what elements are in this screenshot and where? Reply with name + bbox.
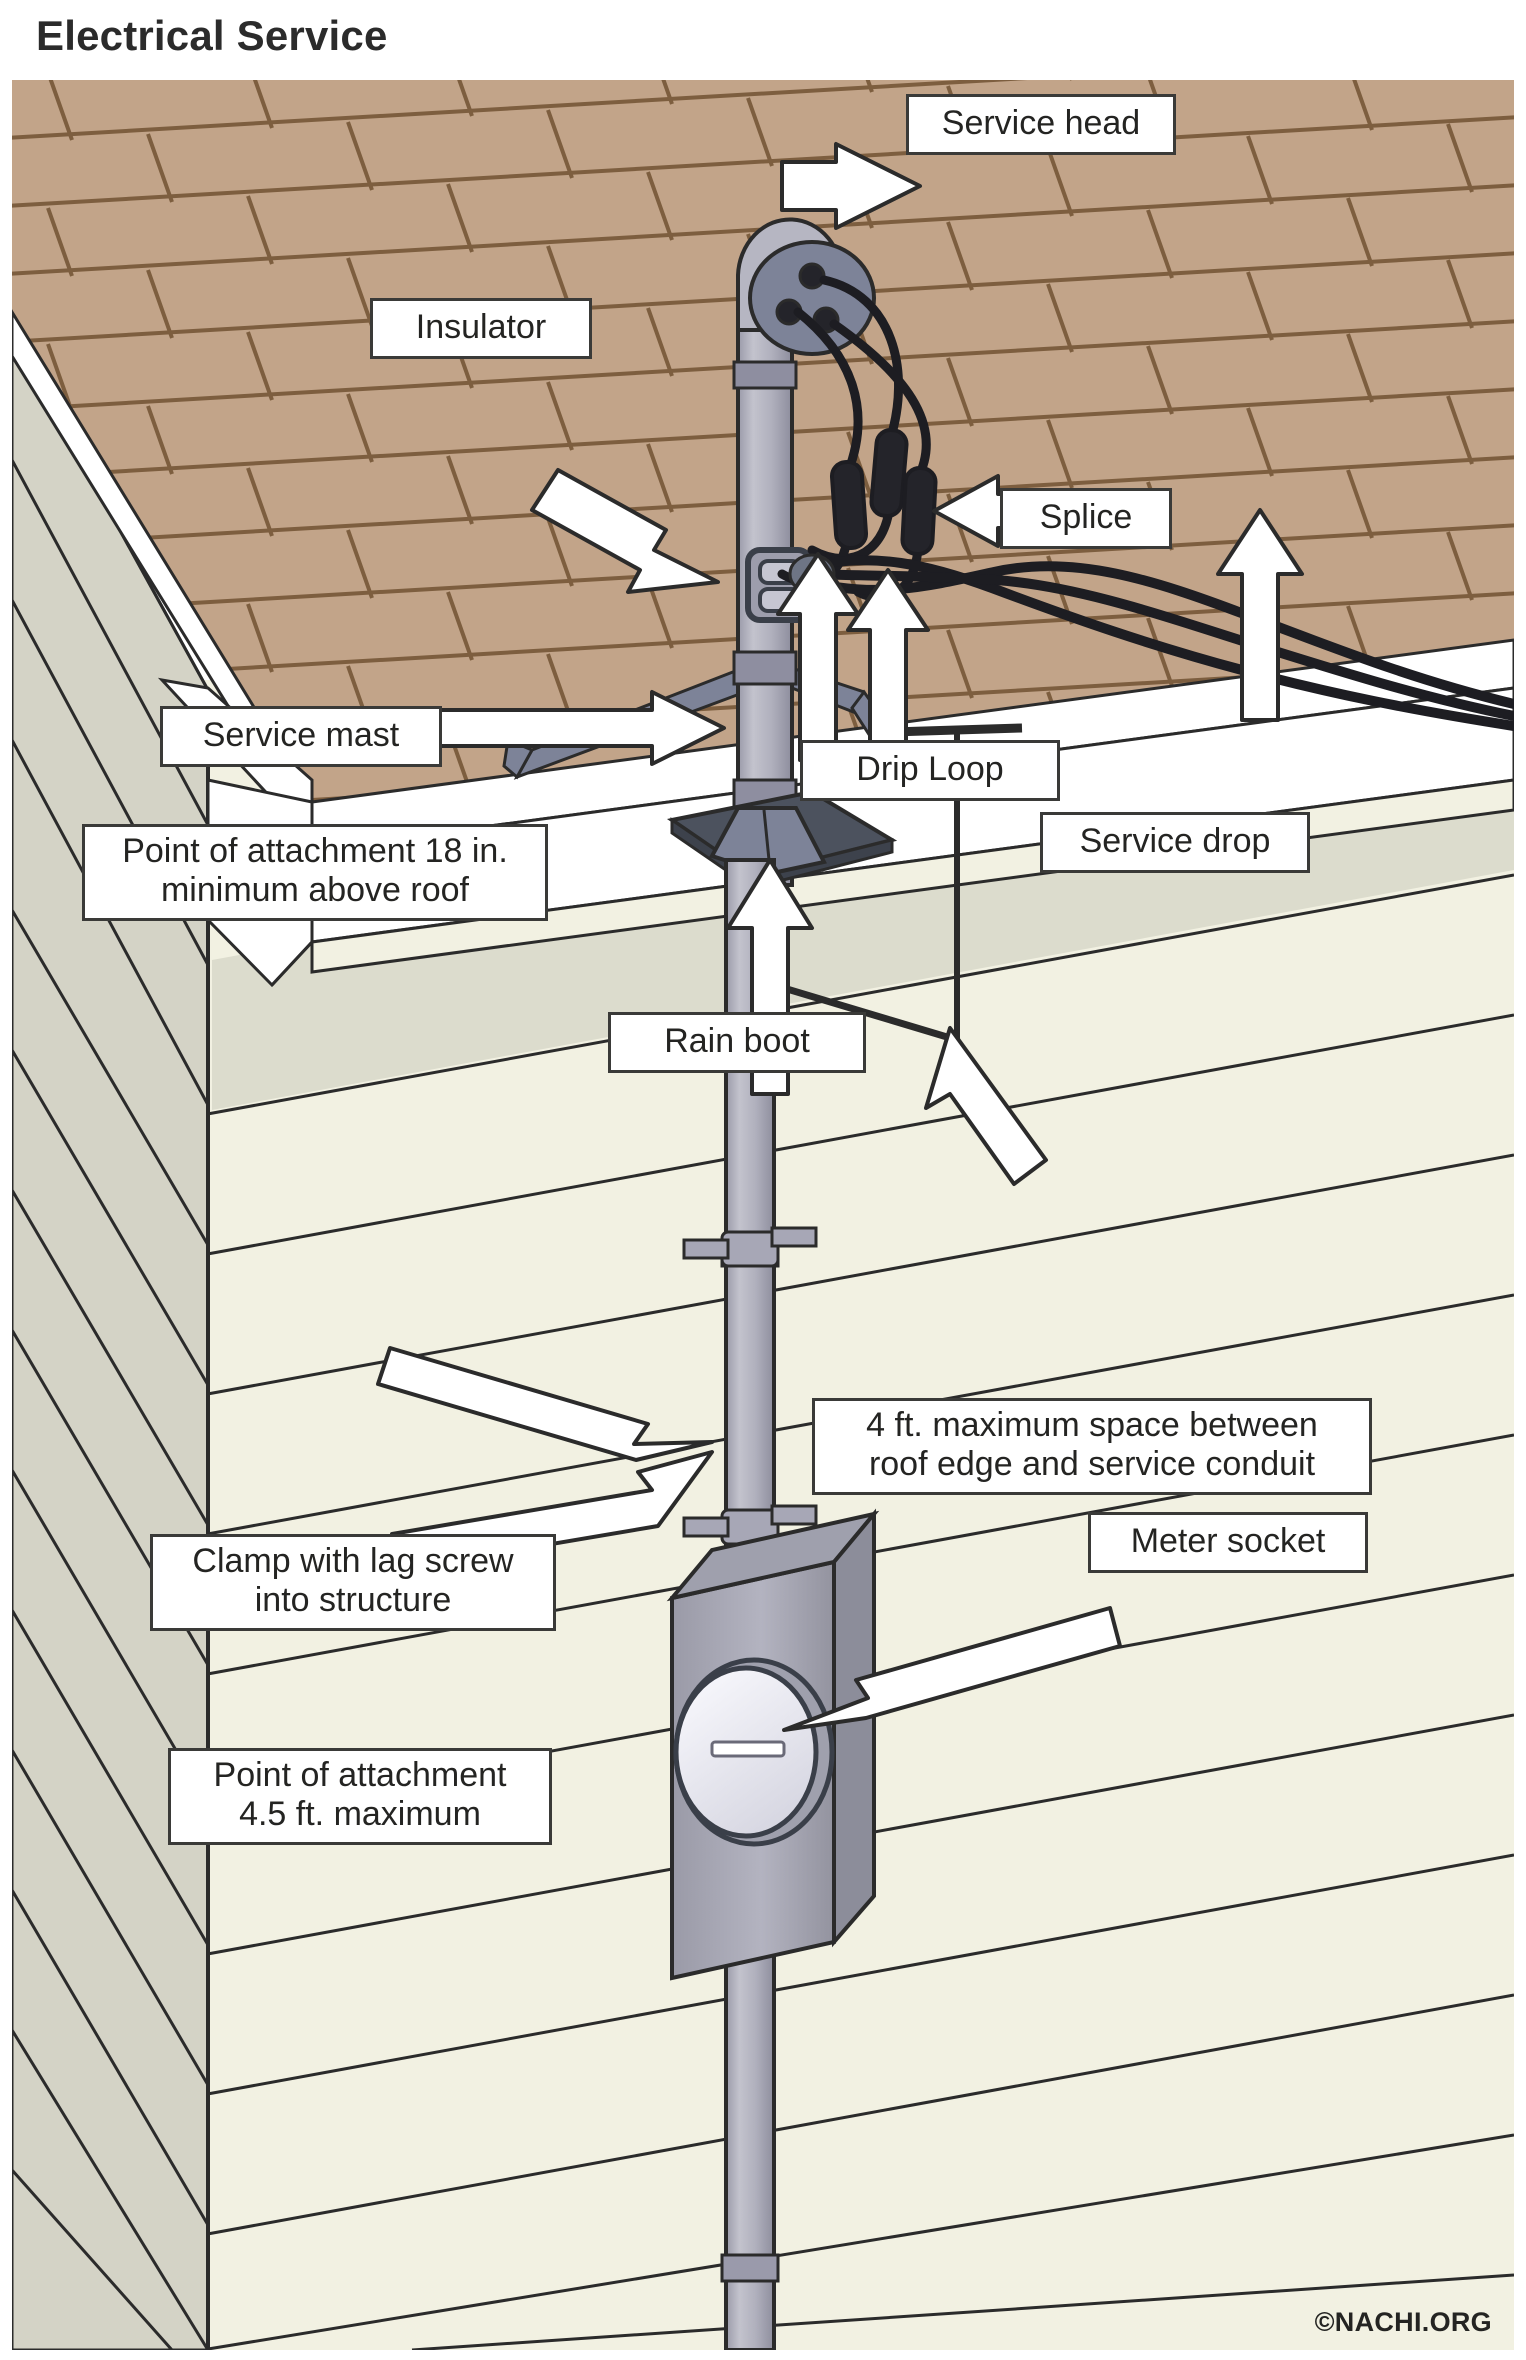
label-service-mast[interactable]: Service mast xyxy=(160,706,442,768)
label-service-drop[interactable]: Service drop xyxy=(1040,812,1310,874)
arrow-roof-edge-spacing xyxy=(924,1026,1048,1186)
arrow-service-head xyxy=(780,142,922,230)
label-splice[interactable]: Splice xyxy=(1000,488,1172,550)
label-clamp-lag-screw[interactable]: Clamp with lag screw into structure xyxy=(150,1534,556,1631)
arrow-drip-loop-right xyxy=(846,568,930,762)
illustration-canvas xyxy=(12,80,1514,2350)
label-point-of-attachment-roof[interactable]: Point of attachment 18 in. minimum above… xyxy=(82,824,548,921)
label-point-of-attachment-wall[interactable]: Point of attachment 4.5 ft. maximum xyxy=(168,1748,552,1845)
label-roof-edge-spacing[interactable]: 4 ft. maximum space between roof edge an… xyxy=(812,1398,1372,1495)
label-rain-boot[interactable]: Rain boot xyxy=(608,1012,866,1074)
label-service-head[interactable]: Service head xyxy=(906,94,1176,156)
conduit-clamp xyxy=(682,1226,818,1546)
arrow-rain-boot xyxy=(726,858,814,1096)
page-title: Electrical Service xyxy=(36,12,388,59)
arrow-drip-loop-left xyxy=(776,552,860,762)
arrow-meter-socket xyxy=(782,1606,1122,1732)
rain-boot xyxy=(666,789,898,891)
label-insulator[interactable]: Insulator xyxy=(370,298,592,360)
service-drop-triplex xyxy=(799,555,1514,731)
arrow-insulator xyxy=(530,468,720,594)
splice xyxy=(829,428,938,557)
label-drip-loop[interactable]: Drip Loop xyxy=(800,740,1060,802)
arrow-clamp xyxy=(376,1346,714,1462)
callout-arrows-layer xyxy=(326,142,1304,1732)
label-meter-socket[interactable]: Meter socket xyxy=(1088,1512,1368,1574)
arrow-service-drop xyxy=(1216,508,1304,722)
meter-socket xyxy=(666,1508,880,1981)
copyright-notice: ©NACHI.ORG xyxy=(1314,2307,1492,2337)
